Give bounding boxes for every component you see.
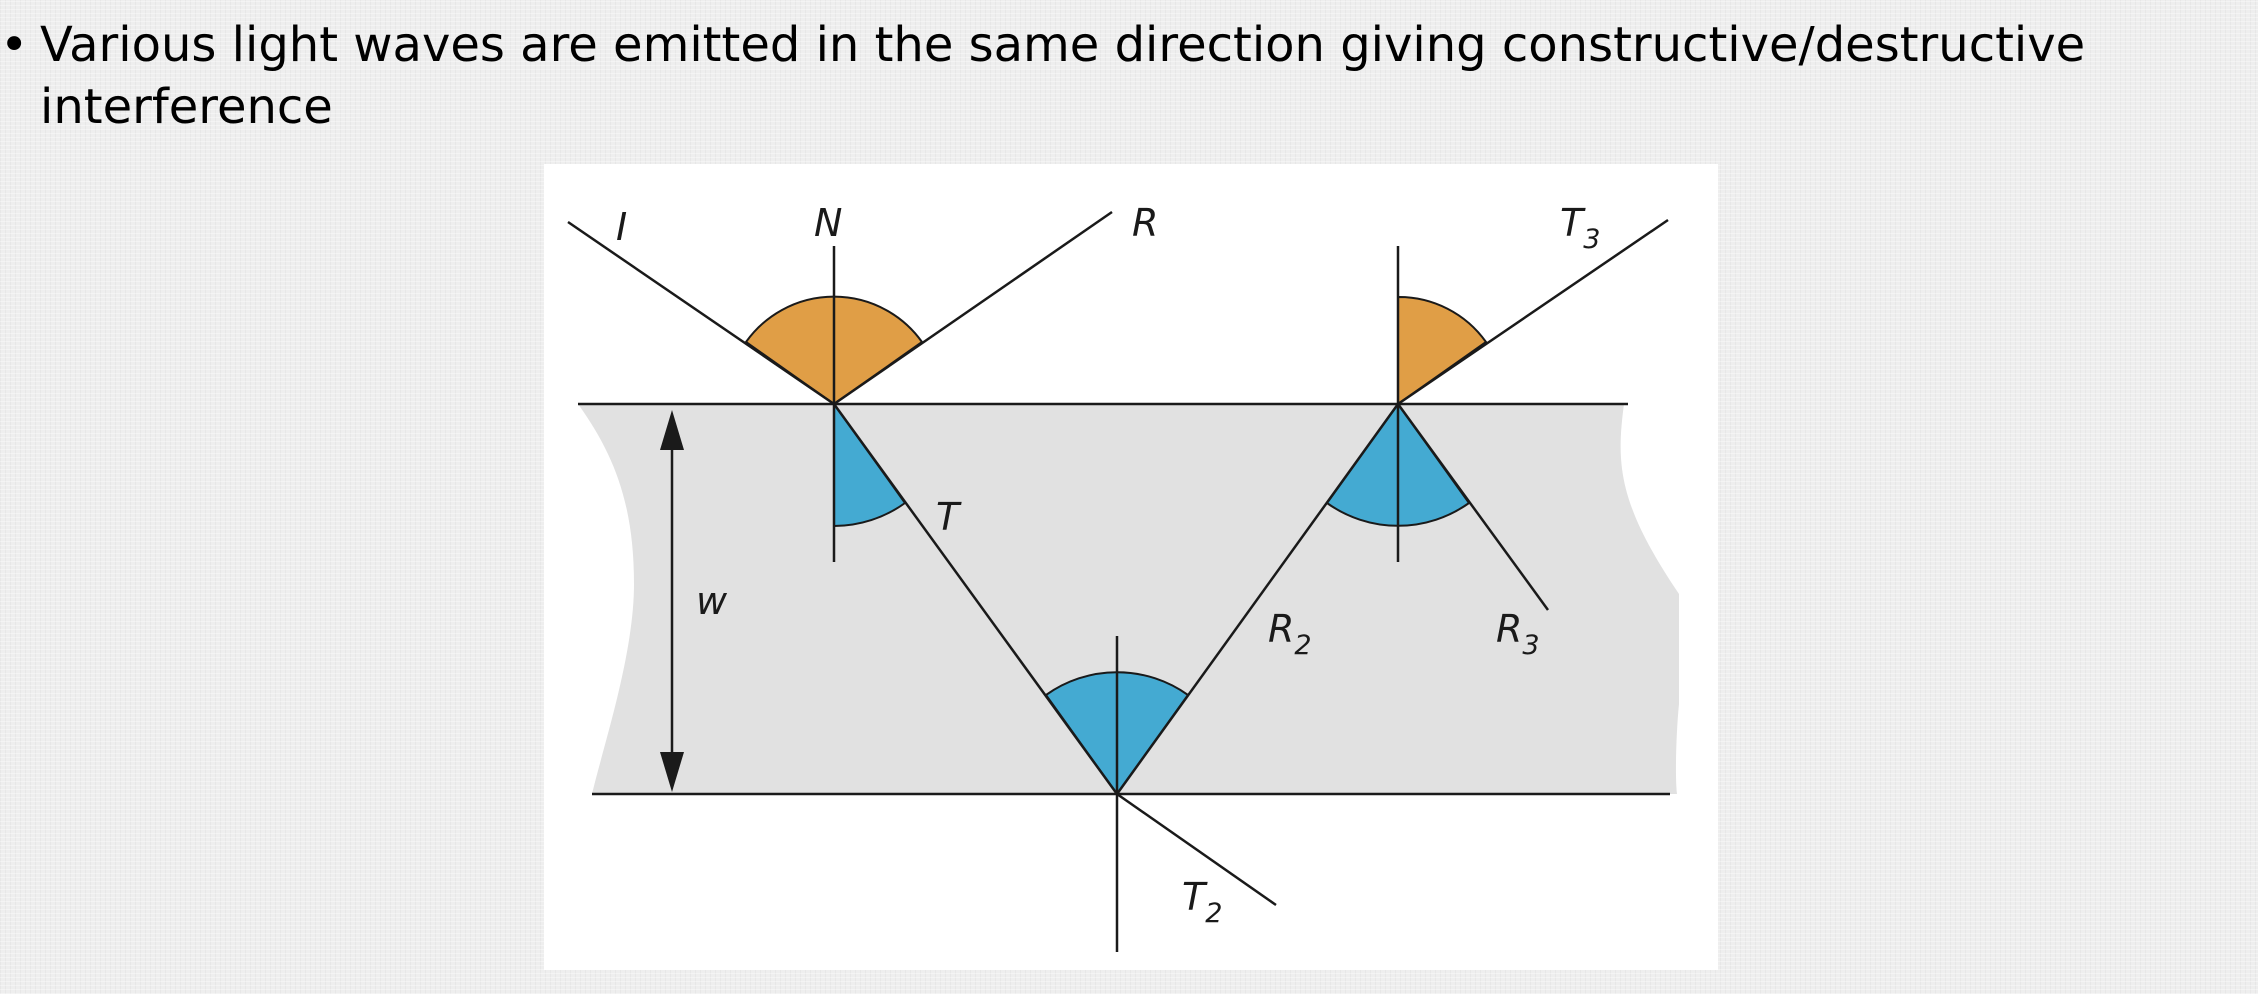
transmitted-2-base: T <box>1182 875 1208 919</box>
transmitted-3-base: T <box>1560 201 1586 245</box>
transmitted-2-ray <box>1116 792 1277 907</box>
transmitted-3-angle-arc <box>1397 295 1488 406</box>
transmitted-label: T <box>936 495 962 539</box>
reflected-2-label: R2 <box>1268 607 1312 661</box>
reflected-2-base: R <box>1268 607 1294 651</box>
bullet-symbol: • <box>0 17 29 73</box>
reflected-3-label: R3 <box>1496 607 1540 661</box>
reflected-2-ray <box>1115 403 1400 795</box>
normal-label: N <box>814 201 842 245</box>
reflected-3-base: R <box>1496 607 1522 651</box>
transmitted-3-ray <box>1397 218 1669 406</box>
reflected-2-sub: 2 <box>1294 630 1311 661</box>
width-label: w <box>696 579 728 623</box>
diagram-canvas: I N R T w T3 R2 R3 T2 <box>567 201 1679 952</box>
reflected-3-sub: 3 <box>1522 630 1539 661</box>
bullet-point: • Various light waves are emitted in the… <box>0 14 2100 138</box>
refraction-angle-arc <box>833 400 907 528</box>
bullet-text: Various light waves are emitted in the s… <box>40 17 2086 135</box>
transmitted-3-label: T3 <box>1560 201 1600 255</box>
transmitted-3-sub: 3 <box>1583 224 1600 255</box>
transmitted-2-label: T2 <box>1182 875 1222 929</box>
reflected-label: R <box>1132 201 1158 245</box>
incident-ray <box>567 220 835 406</box>
width-arrow-head-bottom <box>660 752 684 792</box>
width-arrow-head-top <box>660 410 684 450</box>
transmitted-2-sub: 2 <box>1205 898 1222 929</box>
reflected-3-ray <box>1396 403 1550 611</box>
thin-film-diagram: I N R T w T3 R2 R3 T2 <box>544 164 1718 970</box>
incident-label: I <box>616 205 627 249</box>
transmitted-ray <box>832 403 1119 795</box>
reflected-ray <box>833 210 1113 406</box>
